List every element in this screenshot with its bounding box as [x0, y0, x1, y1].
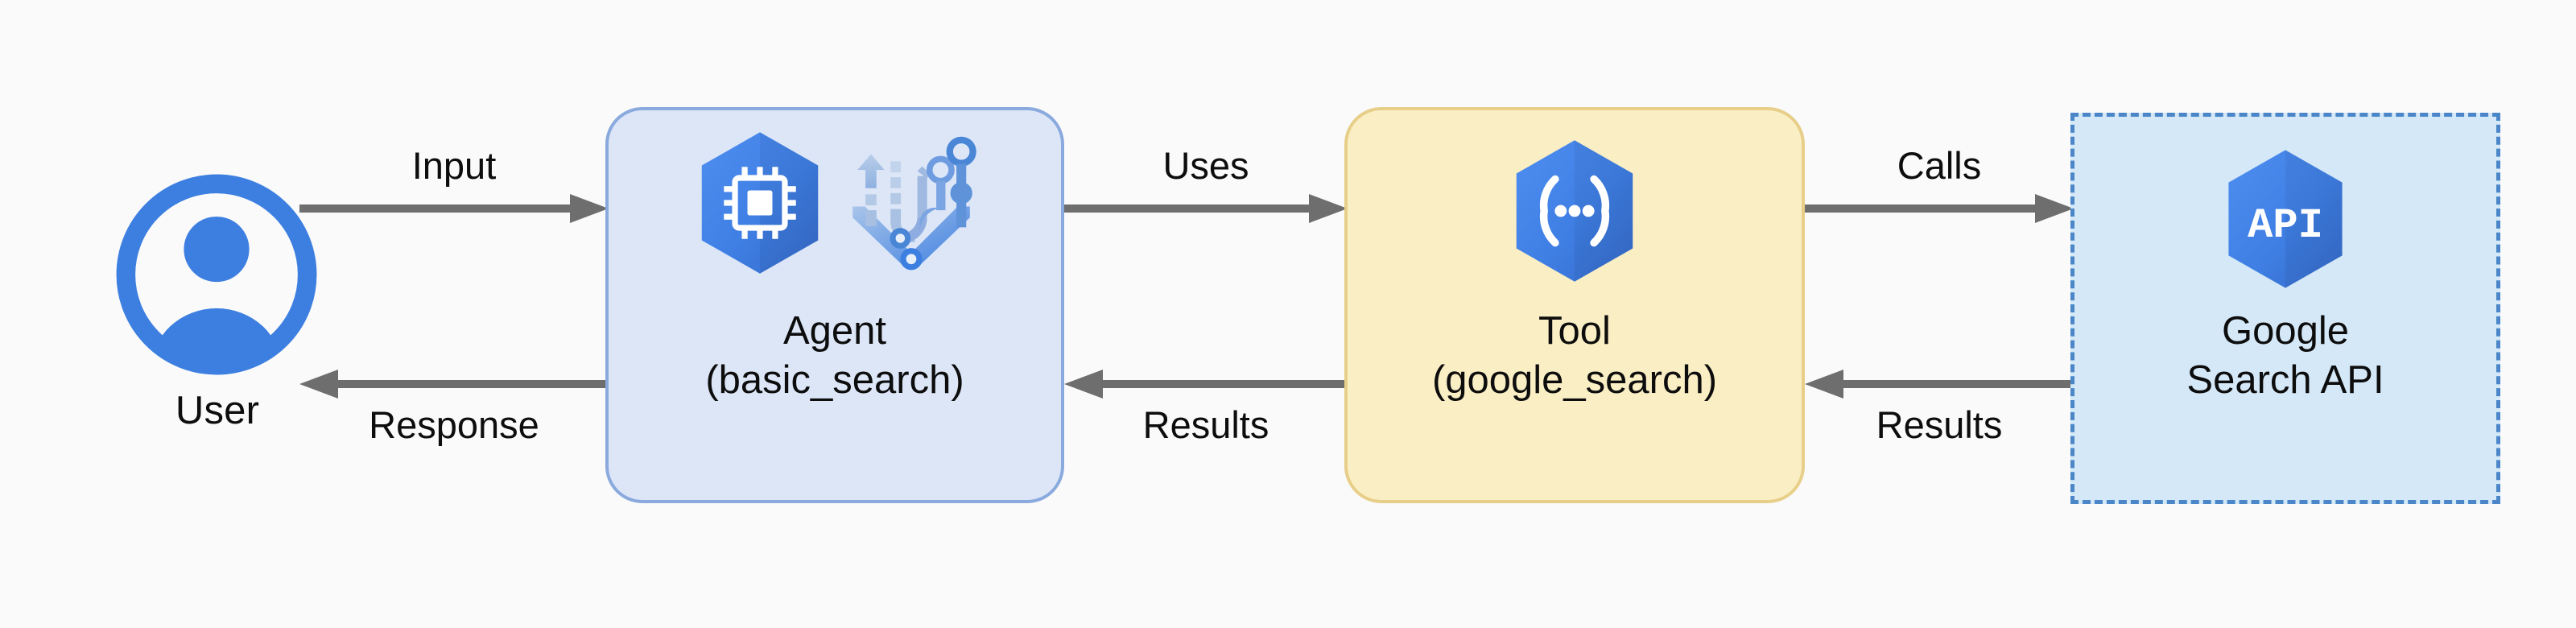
- api-hexagon-text: API: [2248, 201, 2323, 249]
- api-hexagon-icon: API: [2218, 144, 2353, 298]
- agent-icons: [609, 128, 1061, 281]
- edge-label-results-tool: Results: [1876, 403, 2003, 446]
- api-icons: API: [2074, 146, 2496, 295]
- node-google-search-api[interactable]: API Google Search API: [2070, 113, 2500, 504]
- adk-agent-icon: [844, 130, 979, 280]
- edge-arrow-results-agent: [1064, 362, 1348, 406]
- edge-arrow-uses: [1064, 187, 1348, 230]
- cpu-hexagon-icon: [691, 126, 829, 283]
- node-agent[interactable]: Agent (basic_search): [605, 107, 1064, 503]
- user-avatar-icon: [111, 169, 322, 380]
- edge-arrow-response: [299, 362, 609, 406]
- edge-label-uses: Uses: [1162, 144, 1249, 187]
- edge-label-calls: Calls: [1897, 144, 1982, 187]
- edge-label-results-agent: Results: [1142, 403, 1269, 446]
- node-user[interactable]: User: [89, 169, 317, 491]
- node-tool-label: Tool (google_search): [1431, 309, 1718, 402]
- edge-arrow-calls: [1805, 187, 2074, 230]
- node-user-label: User: [175, 389, 260, 432]
- node-agent-label: Agent (basic_search): [705, 309, 964, 402]
- tool-icons: [1348, 136, 1802, 289]
- node-google-search-api-label: Google Search API: [2186, 309, 2384, 402]
- edge-label-input: Input: [411, 144, 497, 187]
- brackets-hexagon-icon: [1505, 134, 1644, 291]
- node-tool[interactable]: Tool (google_search): [1344, 107, 1805, 503]
- edge-arrow-input: [299, 187, 609, 230]
- edge-arrow-results-tool: [1805, 362, 2074, 406]
- edge-label-response: Response: [369, 403, 539, 446]
